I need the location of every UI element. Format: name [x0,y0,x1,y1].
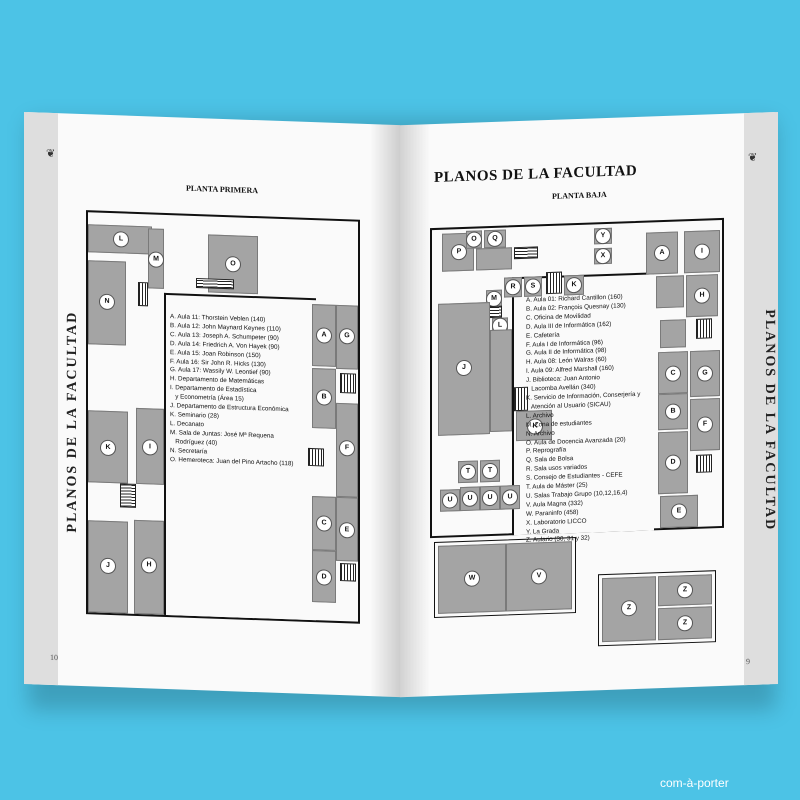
left-subtitle: PLANTA PRIMERA [186,183,259,196]
room-U3: U [480,485,500,511]
stairs [196,278,234,290]
room-T: T [480,459,500,483]
room-X: X [594,247,612,265]
left-page: PLANOS DE LA FACULTAD ❦ PLANTA PRIMERA 1… [24,112,400,698]
right-subtitle: PLANTA BAJA [552,189,607,201]
stairs [120,483,136,508]
room-Q: Q [484,229,506,249]
room-D: D [658,431,688,495]
stairs [340,373,356,394]
leaf-ornament: ❦ [748,151,758,165]
room-M: M [148,228,164,289]
stairs [514,246,538,260]
right-page: PLANOS DE LA FACULTAD ❦ PLANOS DE LA FAC… [400,112,778,698]
leaf-ornament: ❦ [46,147,56,161]
room-F: F [336,402,358,498]
room-B: B [658,393,688,431]
room-J: J [438,302,490,436]
watermark-text: com-à-porter [660,776,729,790]
room-U1: U [440,489,460,512]
room-D: D [312,550,336,603]
room-annex [476,247,512,271]
room-H: H [686,274,718,318]
right-page-title: PLANOS DE LA FACULTAD [434,162,638,187]
room-V: V [506,541,572,612]
room-K-small: K [564,274,584,296]
stairs [138,281,148,307]
room-K: K [88,410,128,484]
room-J-annex [490,329,512,433]
left-page-number: 10 [50,652,58,663]
room-B: B [312,368,336,429]
room-E: E [660,494,698,529]
left-legend: A. Aula 11: Thorstein Veblen (140) B. Au… [170,313,293,469]
stairs [696,454,712,473]
stairs [696,318,712,339]
room-A: A [646,231,678,275]
room-G: G [690,350,720,398]
room-C: C [312,496,336,551]
room-O: O [466,230,482,249]
left-side-title: PLANOS DE LA FACULTAD [64,310,80,533]
room-U4: U [500,485,520,510]
room-E: E [336,496,358,562]
stairs [308,447,324,467]
room-I: I [136,407,164,485]
watermark-logo: com-à-porter [660,776,729,790]
room-J: J [88,520,128,614]
room-H: H [134,519,164,615]
stairs [340,563,356,582]
room-T: T [458,460,478,484]
room-W: W [438,543,506,614]
left-gutter-shadow [370,124,400,698]
room-G-small [660,319,686,349]
room-C: C [658,351,688,395]
stairs [546,271,562,295]
room-G: G [336,304,358,370]
room-Y: Y [594,227,612,245]
right-page-number: 9 [746,656,750,667]
right-gutter-shadow [400,124,430,698]
room-Z2: Z [658,574,712,607]
left-side-band [24,112,58,686]
room-L: L [88,224,152,255]
room-A: A [312,304,336,367]
room-N [656,275,684,309]
room-S: S [524,276,542,297]
room-I: I [684,230,720,274]
right-side-title: PLANOS DE LA FACULTAD [761,309,777,532]
room-N: N [88,260,126,346]
room-U2: U [460,486,480,512]
room-Z1: Z [602,576,656,643]
room-Z3: Z [658,606,712,641]
room-R: R [504,276,522,298]
right-legend: A. Aula 01: Richard Cantillon (160) B. A… [526,293,640,546]
room-F: F [690,398,720,452]
